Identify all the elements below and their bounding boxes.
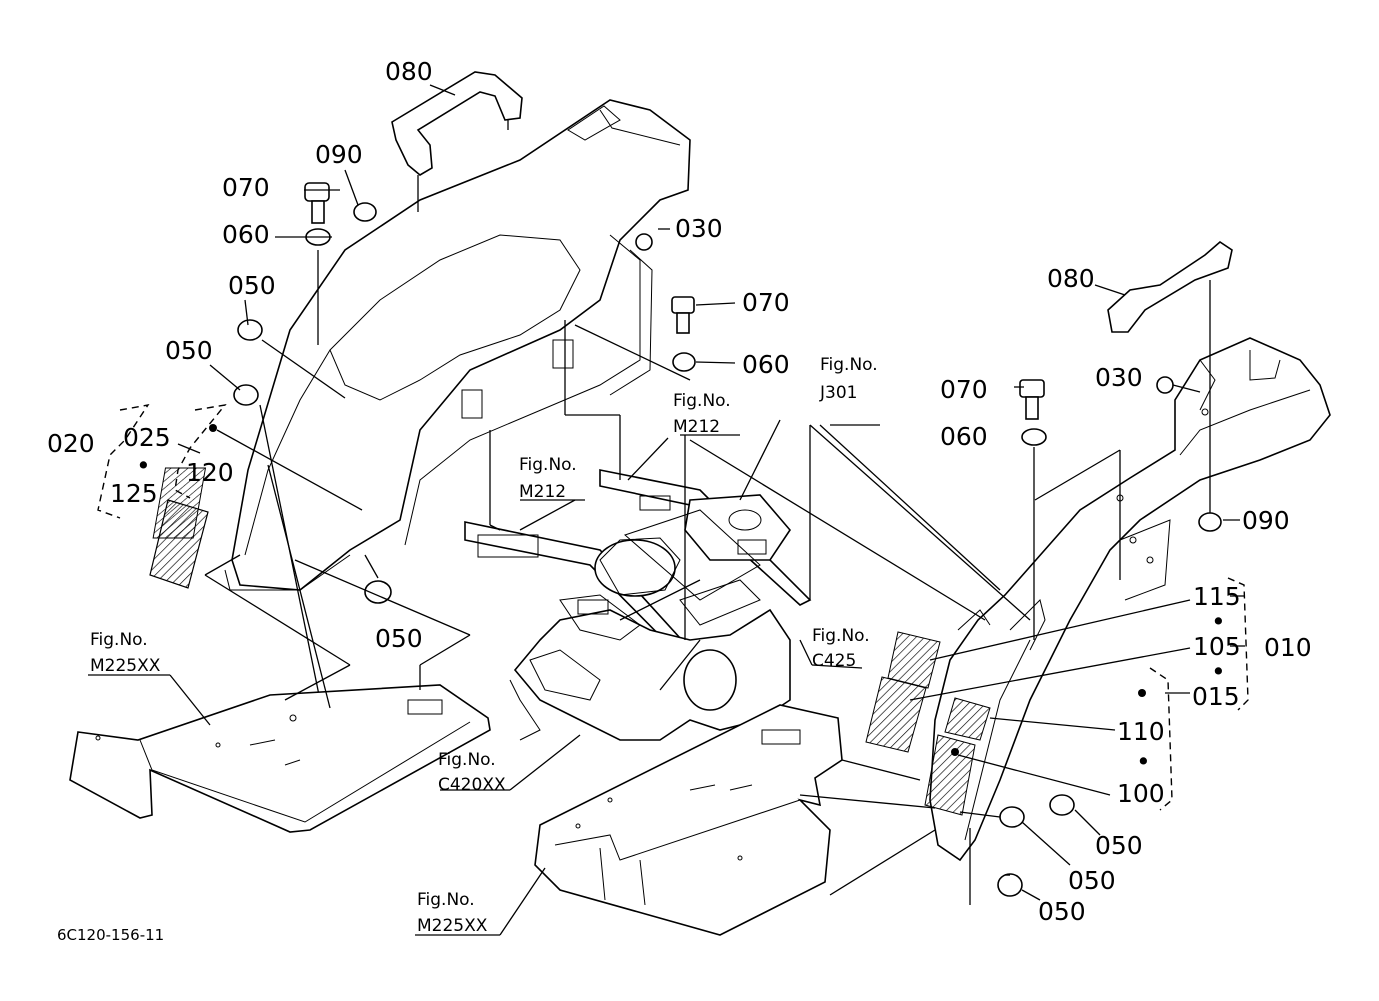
part-115: 115 [1193, 582, 1241, 611]
leader-lines [88, 419, 1121, 936]
figure-references: Fig.No. J301 Fig.No. M212 Fig.No. M212 F… [90, 355, 878, 936]
part-050-f: 050 [1038, 897, 1086, 926]
center-fasteners [564, 296, 736, 480]
part-050-b: 050 [165, 336, 213, 365]
fig-ref-c425-code: C425 [812, 651, 856, 671]
handle-left [391, 71, 523, 212]
part-080-right: 080 [1047, 264, 1095, 293]
right-decals [865, 599, 1191, 796]
part-030-right: 030 [1095, 363, 1143, 392]
pn-leaders [209, 84, 1245, 901]
center-frame [464, 469, 812, 741]
fig-ref-c425-label: Fig.No. [812, 626, 870, 646]
part-050-c: 050 [375, 624, 423, 653]
fig-ref-m212-a-code: M212 [673, 417, 720, 437]
drawing-code: 6C120-156-11 [57, 926, 164, 944]
hatched-label-100 [924, 734, 976, 816]
bullet-marker [209, 424, 217, 432]
fig-ref-m212-a-label: Fig.No. [673, 391, 731, 411]
part-105: 105 [1193, 632, 1241, 661]
fig-ref-c420xx-code: C420XX [438, 775, 506, 795]
part-025: 025 [123, 423, 171, 452]
part-050-d: 050 [1095, 831, 1143, 860]
fig-ref-j301-code: J301 [819, 383, 857, 403]
part-050-a: 050 [228, 271, 276, 300]
fig-ref-c420xx-label: Fig.No. [438, 750, 496, 770]
fig-ref-m225xx-bottom-label: Fig.No. [417, 890, 475, 910]
part-080-left: 080 [385, 57, 433, 86]
part-120: 120 [186, 458, 234, 487]
left-decals [97, 404, 363, 589]
part-100: 100 [1117, 779, 1165, 808]
fig-ref-m225xx-left-label: Fig.No. [90, 630, 148, 650]
part-125: 125 [110, 479, 158, 508]
part-060-mid: 060 [742, 350, 790, 379]
part-050-e: 050 [1068, 866, 1116, 895]
part-070-left: 070 [222, 173, 270, 202]
part-060-left: 060 [222, 220, 270, 249]
hatched-label-115 [887, 631, 941, 689]
part-090-left: 090 [315, 140, 363, 169]
part-110: 110 [1117, 717, 1165, 746]
bottom-floor-plate [534, 704, 843, 936]
right-fasteners [959, 376, 1222, 905]
bullet-dot: • [1136, 747, 1151, 776]
part-015: 015 [1192, 682, 1240, 711]
part-020: 020 [47, 429, 95, 458]
part-060-right: 060 [940, 422, 988, 451]
hatched-label-125 [149, 499, 209, 589]
bullet-marker [1138, 689, 1146, 697]
bullet-dot: • [136, 451, 151, 480]
bullet-marker [951, 748, 959, 756]
handle-right [1107, 240, 1233, 520]
hatched-label-110 [944, 697, 991, 741]
part-010: 010 [1264, 633, 1312, 662]
fig-ref-m225xx-left-code: M225XX [90, 656, 161, 676]
part-number-labels: 080 090 070 060 030 050 050 050 020 025 … [47, 57, 1312, 926]
fig-ref-m225xx-bottom-code: M225XX [417, 916, 488, 936]
part-070-right: 070 [940, 375, 988, 404]
fig-ref-j301-label: Fig.No. [820, 355, 878, 375]
part-070-mid: 070 [742, 288, 790, 317]
part-030-left: 030 [675, 214, 723, 243]
hatched-label-105 [865, 676, 927, 753]
bullet-dot: • [1211, 657, 1226, 686]
part-090-right: 090 [1242, 506, 1290, 535]
fig-ref-m212-b-code: M212 [519, 482, 566, 502]
fig-ref-m212-b-label: Fig.No. [519, 455, 577, 475]
left-floor-plate [69, 684, 491, 833]
group-brackets [1005, 577, 1249, 876]
bullet-dot: • [1211, 607, 1226, 636]
